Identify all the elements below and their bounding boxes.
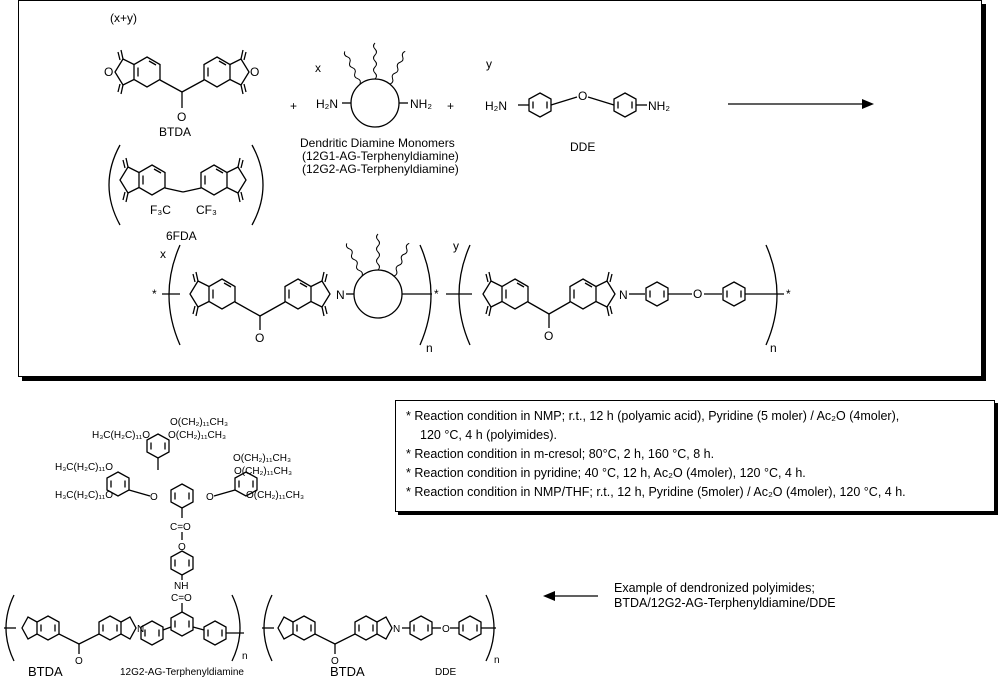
svg-text:O(CH₂)₁₁CH₃: O(CH₂)₁₁CH₃ — [233, 453, 291, 464]
svg-text:O(CH₂)₁₁CH₃: O(CH₂)₁₁CH₃ — [234, 466, 292, 477]
svg-text:H₃C(H₂C)₁₁O: H₃C(H₂C)₁₁O — [55, 462, 113, 473]
condition-m-cresol: * Reaction condition in m-cresol; 80°C, … — [406, 447, 715, 461]
segment-label-diamine: 12G2-AG-Terphenyldiamine — [120, 667, 244, 678]
svg-text:O: O — [578, 89, 587, 103]
svg-text:H₃C(H₂C)₁₁O: H₃C(H₂C)₁₁O — [92, 430, 150, 441]
product-x-segment: x * O N n * — [152, 233, 439, 355]
svg-text:O: O — [150, 492, 158, 503]
svg-text:NH₂: NH₂ — [648, 99, 670, 113]
reaction-conditions-box: * Reaction condition in NMP; r.t., 12 h … — [395, 400, 995, 512]
g2-dendron: O(CH₂)₁₁CH₃ H₃C(H₂C)₁₁O O(CH₂)₁₁CH₃ O(CH… — [55, 417, 304, 612]
segment-label-dde: DDE — [435, 667, 457, 678]
svg-text:O: O — [693, 287, 702, 301]
svg-text:O(CH₂)₁₁CH₃: O(CH₂)₁₁CH₃ — [246, 490, 304, 501]
svg-text:O(CH₂)₁₁CH₃: O(CH₂)₁₁CH₃ — [170, 417, 228, 428]
btda-coefficient: (x+y) — [110, 11, 137, 25]
example-caption: Example of dendronized polyimides; BTDA/… — [614, 581, 836, 610]
svg-text:N: N — [393, 624, 400, 635]
plus-sign: + — [290, 99, 297, 113]
svg-text:CF₃: CF₃ — [196, 203, 217, 217]
svg-text:n: n — [494, 655, 500, 666]
svg-text:O: O — [442, 624, 450, 635]
svg-text:O: O — [206, 492, 214, 503]
dde-monomer: y H₂N O NH₂ DDE — [485, 57, 670, 154]
segment-label-btda: BTDA — [28, 664, 63, 679]
reaction-scheme-box — [18, 0, 982, 377]
svg-text:*: * — [786, 287, 791, 301]
reaction-arrow — [728, 99, 874, 109]
example-arrow — [543, 591, 598, 601]
btda-label: BTDA — [159, 125, 191, 139]
svg-text:O: O — [250, 65, 259, 79]
svg-text:F₃C: F₃C — [150, 203, 171, 217]
condition-nmp: * Reaction condition in NMP; r.t., 12 h … — [406, 409, 900, 423]
diamine-coefficient: x — [315, 61, 321, 75]
svg-text:O: O — [75, 656, 83, 667]
svg-text:x: x — [160, 247, 166, 261]
svg-text:N: N — [619, 288, 628, 302]
svg-text:Dendritic Diamine Monomers: Dendritic Diamine Monomers — [300, 136, 455, 150]
svg-text:NH₂: NH₂ — [410, 97, 432, 111]
svg-text:n: n — [426, 341, 433, 355]
dendritic-diamine-monomer: x H₂N NH₂ Dendritic Diamine Monomers (12… — [300, 42, 459, 176]
svg-text:H₃C(H₂C)₁₁O: H₃C(H₂C)₁₁O — [55, 490, 113, 501]
dde-coefficient: y — [486, 57, 492, 71]
svg-text:C=O: C=O — [170, 522, 191, 533]
dendronized-polyimide-chain: O N n O N O n — [4, 594, 500, 667]
svg-text:*: * — [152, 287, 157, 301]
svg-text:O(CH₂)₁₁CH₃: O(CH₂)₁₁CH₃ — [168, 430, 226, 441]
svg-text:O: O — [178, 542, 186, 553]
svg-text:(12G1-AG-Terphenyldiamine): (12G1-AG-Terphenyldiamine) — [302, 149, 459, 163]
svg-text:N: N — [336, 288, 345, 302]
dde-label: DDE — [570, 140, 595, 154]
svg-text:O: O — [544, 329, 553, 343]
condition-nmp-thf: * Reaction condition in NMP/THF; r.t., 1… — [406, 485, 906, 499]
6fda-label: 6FDA — [166, 229, 197, 243]
svg-text:n: n — [242, 651, 248, 662]
svg-text:(12G2-AG-Terphenyldiamine): (12G2-AG-Terphenyldiamine) — [302, 162, 459, 176]
svg-text:O: O — [177, 110, 186, 124]
svg-text:*: * — [434, 287, 439, 301]
svg-text:H₂N: H₂N — [485, 99, 507, 113]
segment-label-btda-2: BTDA — [330, 664, 365, 679]
product-y-segment: y O N O n * — [446, 239, 791, 355]
svg-text:C=O: C=O — [171, 593, 192, 604]
svg-text:H₂N: H₂N — [316, 97, 338, 111]
condition-pyridine: * Reaction condition in pyridine; 40 °C,… — [406, 466, 806, 480]
svg-text:O: O — [255, 331, 264, 345]
svg-text:O: O — [331, 656, 339, 667]
btda-monomer: (x+y) O O O BTDA — [104, 11, 259, 139]
svg-text:n: n — [770, 341, 777, 355]
6fda-monomer: F₃C CF₃ 6FDA — [108, 144, 264, 243]
svg-text:y: y — [453, 239, 459, 253]
svg-text:NH: NH — [174, 581, 188, 592]
plus-sign: + — [447, 99, 454, 113]
svg-text:O: O — [104, 65, 113, 79]
condition-nmp-continued: 120 °C, 4 h (polyimides). — [420, 428, 557, 442]
